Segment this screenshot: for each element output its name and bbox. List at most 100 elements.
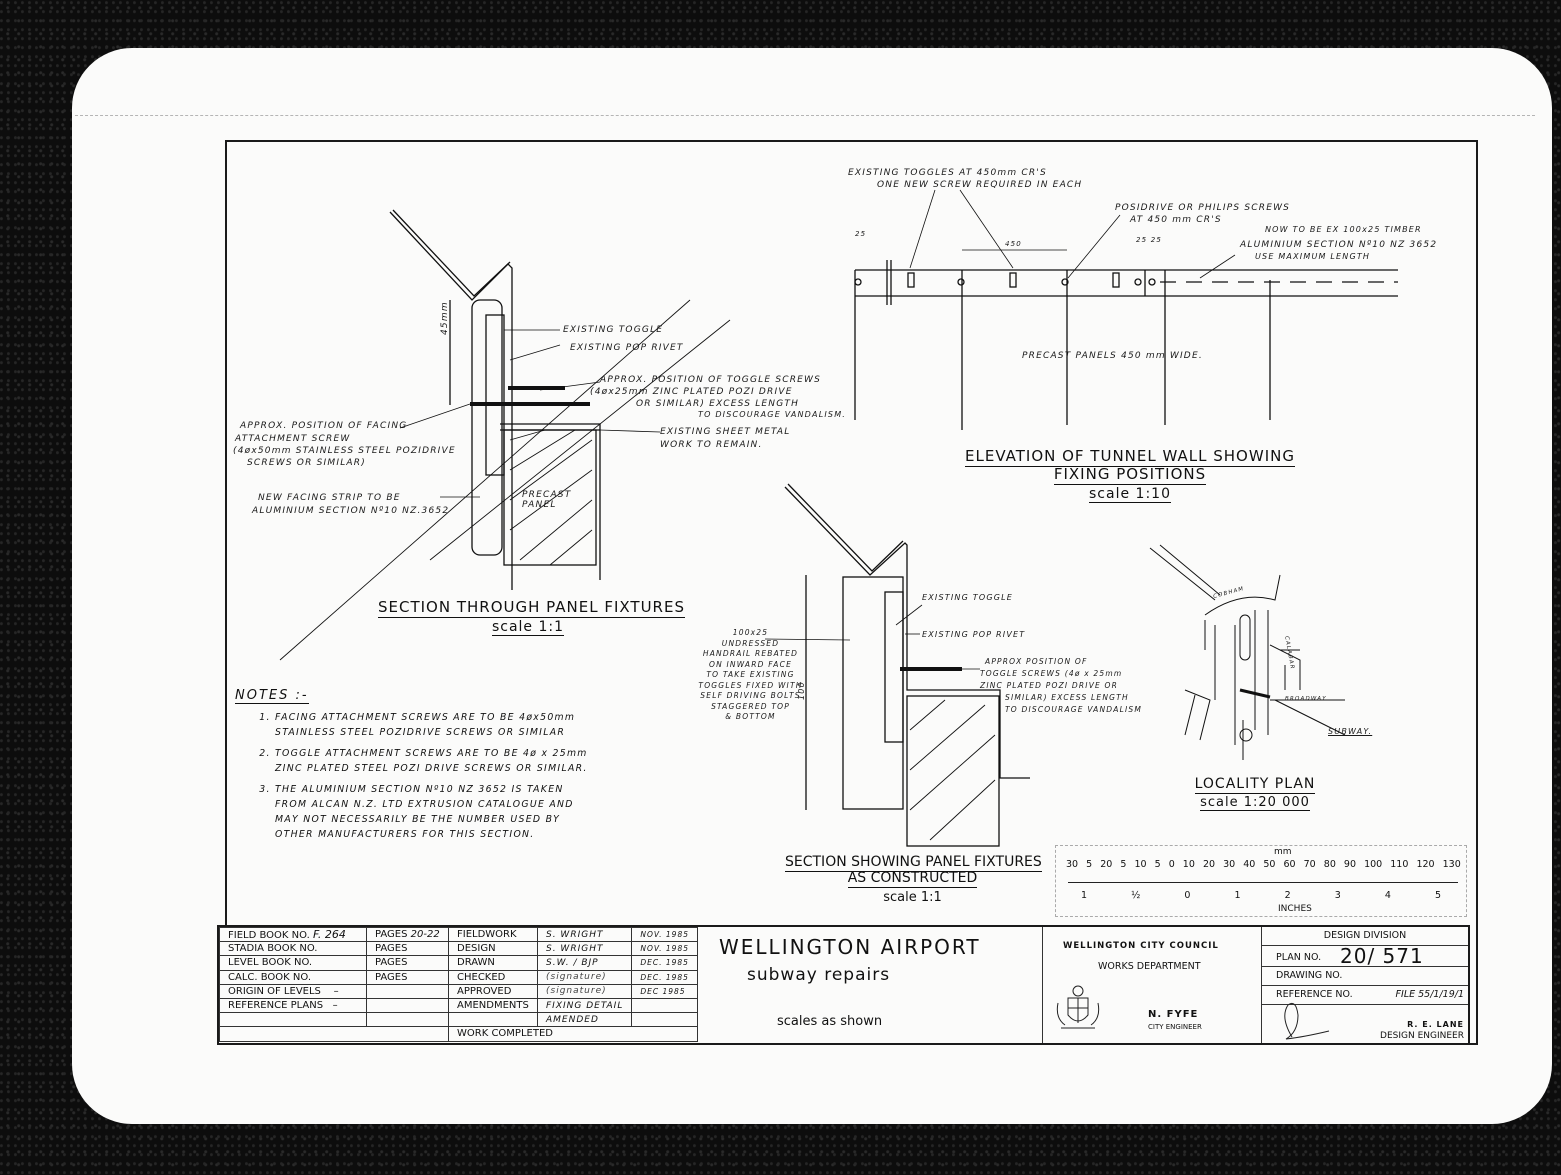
tick: 110 <box>1390 859 1409 870</box>
subway-label: SUBWAY. <box>1328 727 1373 736</box>
elevation-title: ELEVATION OF TUNNEL WALL SHOWING FIXING … <box>960 447 1300 503</box>
section-through-scale: scale 1:1 <box>491 619 565 636</box>
table-row: AMENDED <box>219 1012 698 1028</box>
design-engineer-name: R. E. LANE <box>1407 1020 1464 1029</box>
callout-sheet-metal-1: EXISTING SHEET METAL <box>660 427 791 437</box>
handrail-line: TO TAKE EXISTING <box>706 670 795 679</box>
design-division-panel: DESIGN DIVISION PLAN NO. 20/ 571 DRAWING… <box>1262 927 1468 1043</box>
callout-toggle-screws-4: TO DISCOURAGE VANDALISM. <box>698 410 847 419</box>
callout-existing-pop-rivet: EXISTING POP RIVET <box>570 343 684 353</box>
tick: 0 <box>1168 859 1175 870</box>
callout-constructed-rivet: EXISTING POP RIVET <box>922 630 1026 639</box>
cell <box>448 1012 538 1028</box>
handrail-line: & BOTTOM <box>725 712 776 721</box>
drawing-no-label: DRAWING NO. <box>1276 970 1343 981</box>
tick: 60 <box>1283 859 1296 870</box>
tick: 100 <box>1364 859 1383 870</box>
approval-date: DEC. 1985 <box>631 955 698 971</box>
cell: FIELD BOOK NO. F. 264 <box>219 926 367 943</box>
project-panel: WELLINGTON AIRPORT subway repairs scales… <box>697 927 1043 1043</box>
callout-constructed-toggle: EXISTING TOGGLE <box>922 593 1014 602</box>
reference-no-label: REFERENCE NO. <box>1276 989 1353 1000</box>
approval-date: NOV. 1985 <box>631 941 698 957</box>
cell: PAGES 20-22 <box>366 926 449 943</box>
callout-toggles-2: ONE NEW SCREW REQUIRED IN EACH <box>877 180 1083 190</box>
tick: 3 <box>1334 890 1341 901</box>
callout-alum-1: ALUMINIUM SECTION Nº10 NZ 3652 <box>1240 240 1438 250</box>
fold-line <box>75 115 1535 116</box>
callout-toggle-screws-2: (4øx25mm ZINC PLATED POZI DRIVE <box>590 387 793 397</box>
tick: 5 <box>1154 859 1161 870</box>
record-value: – <box>333 985 339 997</box>
record-label: REFERENCE PLANS <box>228 1000 324 1012</box>
plan-no-row: PLAN NO. 20/ 571 <box>1262 944 1468 968</box>
table-row: WORK COMPLETED <box>219 1026 698 1042</box>
section-constructed-title-line2: AS CONSTRUCTED <box>847 870 978 888</box>
record-label: CALC. BOOK NO. <box>219 969 367 985</box>
note-item: TOGGLE ATTACHMENT SCREWS ARE TO BE 4ø x … <box>275 746 595 776</box>
approval-label: DESIGN <box>448 941 538 957</box>
approval-date: NOV. 1985 <box>631 926 698 943</box>
council-name: WELLINGTON CITY COUNCIL <box>1063 941 1219 951</box>
project-scales: scales as shown <box>777 1014 883 1029</box>
callout-facing-1: APPROX. POSITION OF FACING <box>240 421 408 431</box>
tick: 30 <box>1066 859 1079 870</box>
tick: 1 <box>1081 890 1088 901</box>
elevation-title-line1: ELEVATION OF TUNNEL WALL SHOWING <box>965 447 1295 467</box>
pages-label: PAGES <box>375 929 408 941</box>
scale-bar-axis <box>1068 882 1458 883</box>
council-department: WORKS DEPARTMENT <box>1098 961 1201 972</box>
section-through-title-text: SECTION THROUGH PANEL FIXTURES <box>378 598 685 618</box>
record-label: FIELD BOOK NO. <box>228 930 310 942</box>
pages-label: PAGES <box>366 969 449 985</box>
tick: 10 <box>1182 859 1195 870</box>
approval-label: APPROVED <box>448 983 538 999</box>
callout-handrail: 100x25 UNDRESSED HANDRAIL REBATED ON INW… <box>698 628 803 723</box>
scale-bar-mm-label: mm <box>1274 847 1292 857</box>
city-engineer-name: N. FYFE <box>1148 1009 1199 1020</box>
pages-label: PAGES <box>366 955 449 971</box>
tick: 5 <box>1434 890 1441 901</box>
council-panel: WELLINGTON CITY COUNCIL WORKS DEPARTMENT… <box>1043 927 1262 1043</box>
approval-by: FIXING DETAIL <box>536 997 633 1014</box>
tick: 130 <box>1442 859 1461 870</box>
notes: NOTES :- FACING ATTACHMENT SCREWS ARE TO… <box>235 684 595 848</box>
cell: ORIGIN OF LEVELS – <box>219 983 367 999</box>
record-label: LEVEL BOOK NO. <box>219 955 367 971</box>
approval-label: CHECKED <box>448 969 538 985</box>
dimension-45mm: 45mm <box>440 301 450 335</box>
callout-precast-panels: PRECAST PANELS 450 mm WIDE. <box>1022 351 1203 361</box>
approval-by: S.W. / BJP <box>536 955 633 971</box>
tick: 20 <box>1100 859 1113 870</box>
handrail-line: 100x25 <box>732 628 769 637</box>
callout-facing-4: SCREWS OR SIMILAR) <box>247 458 366 468</box>
dimension-2525: 25 25 <box>1136 236 1163 244</box>
table-row: ORIGIN OF LEVELS –APPROVED(signature)DEC… <box>219 983 698 999</box>
work-completed: WORK COMPLETED <box>448 1026 698 1042</box>
file-no: FILE 55/1/19/1 <box>1395 989 1464 1000</box>
locality-scale: scale 1:20 000 <box>1200 795 1310 811</box>
callout-timber: NOW TO BE EX 100x25 TIMBER <box>1265 225 1422 234</box>
pages-label: PAGES <box>366 941 449 957</box>
record-value: F. 264 <box>312 928 346 942</box>
approval-by: AMENDED <box>536 1012 633 1028</box>
handrail-line: UNDRESSED <box>721 638 780 648</box>
record-label: STADIA BOOK NO. <box>219 941 367 957</box>
note-item: FACING ATTACHMENT SCREWS ARE TO BE 4øx50… <box>275 710 595 740</box>
coat-of-arms-icon <box>1056 985 1100 1029</box>
callout-alum-2: USE MAXIMUM LENGTH <box>1255 252 1371 261</box>
cell <box>631 1012 698 1028</box>
scale-bar-inches-label: INCHES <box>1278 904 1312 914</box>
callout-toggles-1: EXISTING TOGGLES AT 450mm CR'S <box>848 168 1047 178</box>
handrail-line: SELF DRIVING BOLTS <box>700 691 801 700</box>
tick: 70 <box>1303 859 1316 870</box>
reference-no-row: REFERENCE NO. FILE 55/1/19/1 <box>1262 986 1468 1005</box>
project-name: WELLINGTON AIRPORT <box>719 935 981 959</box>
project-subtitle: subway repairs <box>747 965 891 985</box>
